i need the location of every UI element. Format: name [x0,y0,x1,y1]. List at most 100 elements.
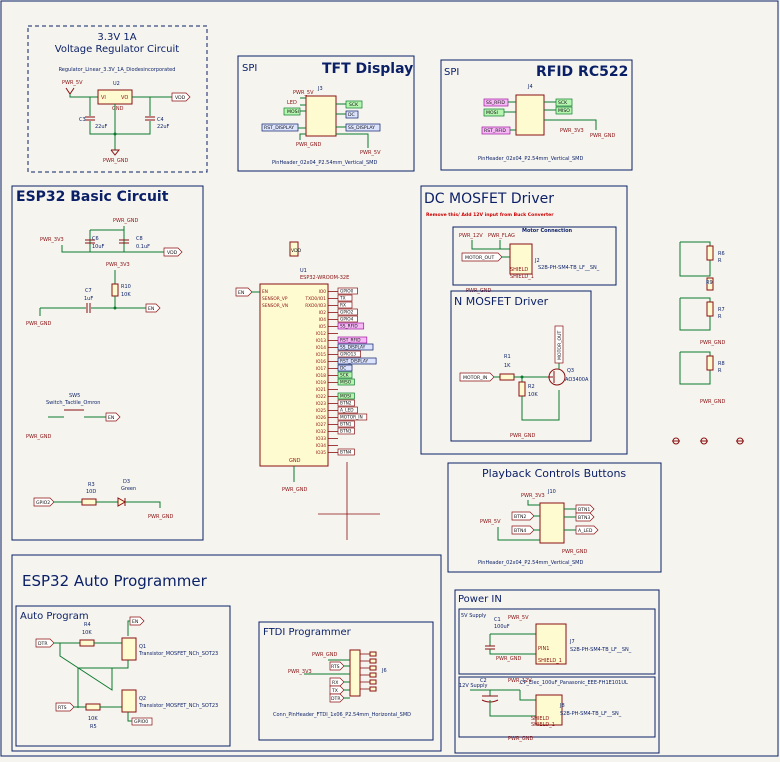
svg-text:SHIELD_1: SHIELD_1 [531,722,555,728]
svg-text:PWR_GND: PWR_GND [700,399,726,405]
module-net-text: RX [340,303,346,309]
auto-programmer-block[interactable]: ESP32 Auto Programmer Auto Program DTR R… [11,554,442,752]
regulator-block[interactable]: 3.3V 1A Voltage Regulator Circuit Regula… [27,25,208,173]
svg-text:C8: C8 [136,236,143,242]
svg-text:J3: J3 [317,86,323,92]
svg-text:SPI: SPI [242,63,257,74]
svg-text:PWR_12V: PWR_12V [459,233,483,239]
svg-text:BTN2: BTN2 [514,514,526,520]
svg-text:PWR_GND: PWR_GND [148,514,174,520]
auto-programmer-frame [11,554,442,752]
svg-text:10D: 10D [86,489,96,495]
svg-text:PWR_GND: PWR_GND [312,652,338,658]
svg-text:10uF: 10uF [92,244,105,250]
module-right-pin: IO5 [319,324,327,330]
module-net-label [337,287,358,295]
svg-text:PWR_GND: PWR_GND [496,656,522,662]
svg-text:MOSI: MOSI [486,110,498,116]
svg-text:PWR_5V: PWR_5V [508,615,529,621]
module-left-pin: SENSOR_VN [262,303,288,309]
svg-text:22uF: 22uF [157,124,170,130]
svg-text:SCK: SCK [558,100,568,106]
module-net-label [337,420,355,428]
svg-text:MOTOR_OUT: MOTOR_OUT [465,255,494,261]
svg-text:1K: 1K [504,363,511,369]
svg-text:VDD: VDD [175,95,186,101]
rfid-block[interactable]: SPI RFID RC522 J4 SS_RFID MOSI RST_RFID … [440,59,633,171]
auto-programmer-title: ESP32 Auto Programmer [22,572,208,590]
module-net-text: RST_RFID [340,338,361,344]
regulator-frame [27,25,208,173]
svg-text:GPIO2: GPIO2 [36,500,50,506]
svg-text:10K: 10K [82,630,92,636]
buttons-block[interactable]: Playback Controls Buttons J10 PWR_3V3 PW… [447,462,662,573]
svg-text:22uF: 22uF [95,124,108,130]
svg-text:S2B-PH-SM4-TB_LF__SN_: S2B-PH-SM4-TB_LF__SN_ [538,265,600,271]
svg-text:PWR_GND: PWR_GND [282,487,308,493]
svg-text:Green: Green [121,486,136,492]
svg-text:MISO: MISO [558,108,570,114]
svg-text:R10: R10 [121,284,131,290]
svg-text:LED: LED [287,100,297,106]
module-net-label [337,308,358,316]
svg-text:PWR_GND: PWR_GND [700,340,726,346]
svg-text:SHIELD: SHIELD [510,267,528,273]
svg-text:R: R [718,314,722,320]
module-net-text: SS_DISPLAY [340,345,366,351]
svg-text:Q2: Q2 [139,696,146,702]
module-right-pin: IO16 [316,359,326,365]
module-right-pin: RXD0/IO3 [305,303,326,309]
svg-text:Q3: Q3 [567,368,574,374]
svg-text:PWR_3V3: PWR_3V3 [106,262,130,268]
svg-text:SCK: SCK [349,102,359,108]
module-net-label [337,392,355,400]
module-right-pin: IO4 [319,317,327,323]
svg-text:PWR_GND: PWR_GND [26,434,52,440]
svg-text:PWR_GND: PWR_GND [113,218,139,224]
svg-text:ESP32-WROOM-32E: ESP32-WROOM-32E [300,275,349,281]
module-net-label [337,336,368,344]
svg-text:Conn_PinHeader_FTDI_1x06_P2.54: Conn_PinHeader_FTDI_1x06_P2.54mm_Horizon… [273,712,411,718]
svg-text:PWR_GND: PWR_GND [26,321,52,327]
module-net-label [337,399,355,407]
module-net-label [337,301,353,309]
power-in-block[interactable]: Power IN 5V Supply C1 100uF PWR_5V PWR_G… [454,589,660,754]
svg-text:PWR_12V: PWR_12V [508,678,532,684]
esp32-wroom-body [259,283,329,467]
resistor-ladder[interactable]: R6 R R9 R7 R PWR_GND R8 R PWR_GND [679,241,726,405]
svg-text:BTN4: BTN4 [514,528,526,534]
module-net-label [337,343,374,351]
svg-text:J4: J4 [527,84,533,90]
svg-text:VDD: VDD [167,250,178,256]
svg-text:10K: 10K [528,392,538,398]
tft-display-block[interactable]: SPI TFT Display J3 PWR_5V LED MOSI RST_D… [237,55,415,172]
svg-text:BTN1: BTN1 [578,507,590,513]
module-right-pin: IO34 [316,443,326,449]
svg-text:R3: R3 [88,482,95,488]
module-left-pin: EN [262,289,268,295]
module-net-text: MOSI [340,394,351,400]
mounting-holes[interactable] [672,437,744,445]
svg-text:Auto Program: Auto Program [20,611,89,622]
svg-text:J2: J2 [534,258,540,264]
svg-text:J10: J10 [547,489,556,495]
module-right-pin: IO12 [316,331,326,337]
svg-text:1uF: 1uF [84,296,93,302]
svg-text:RX: RX [332,680,338,686]
esp32-module[interactable]: VDD U1 ESP32-WROOM-32E EN ENSENSOR_VPSEN… [235,241,380,540]
ftdi-pin-headers [360,651,377,692]
module-net-text: GPIO2 [340,310,354,316]
module-right-pin: IO22 [316,394,326,400]
esp32-basic-block[interactable]: ESP32 Basic Circuit PWR_GND PWR_3V3 C6 1… [11,185,204,541]
svg-text:PWR_3V3: PWR_3V3 [521,493,545,499]
dc-mosfet-block[interactable]: DC MOSFET Driver Remove this/ Add 12V in… [420,185,628,455]
svg-text:PIN1: PIN1 [538,646,549,652]
svg-text:VDD: VDD [291,248,302,254]
svg-text:R: R [718,258,722,264]
n-mosfet-frame [450,290,592,442]
ftdi-title: FTDI Programmer [263,627,352,638]
module-right-pin: IO33 [316,436,326,442]
svg-text:U1: U1 [300,268,307,274]
